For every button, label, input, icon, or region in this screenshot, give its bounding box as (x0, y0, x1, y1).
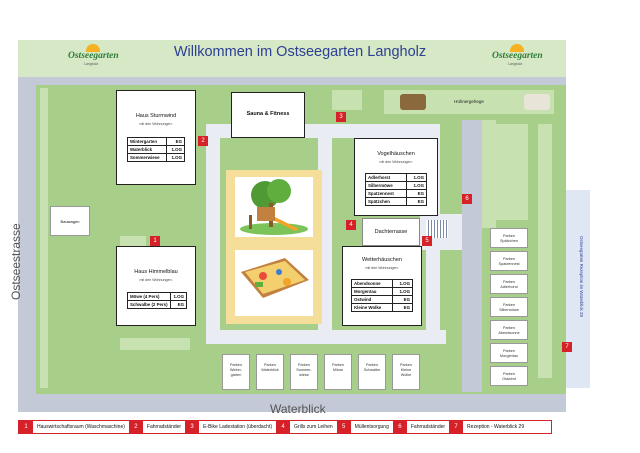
marker-3: 3 (336, 112, 346, 122)
shelter-ebike (332, 90, 362, 110)
sandbox-image (235, 250, 313, 316)
marker-7: 7 (562, 342, 572, 352)
dachterrasse: Dachterrasse (362, 218, 420, 246)
building-vogelhaeuschen: Vogelhäuschen mit den Wohnungen: Adlerho… (354, 138, 438, 216)
building-haus-himmelblau: Haus Himmelblau mit den Wohnungen: Möwe … (116, 246, 196, 326)
hauswirtschaft-building (120, 236, 146, 246)
road-waterblick (18, 394, 566, 412)
marker-4: 4 (346, 220, 356, 230)
logo-right: Ostseegarten Langholz (490, 44, 546, 70)
grass-strip-far-right (538, 124, 552, 378)
huehnergehege: Hühnergehege (384, 90, 554, 114)
logo-left: Ostseegarten Langholz (66, 44, 122, 70)
title-band (18, 40, 566, 77)
hedge-left (40, 88, 48, 388)
building-sauna-fitness: Sauna & Fitness (231, 92, 305, 138)
grass-plot-right (490, 124, 528, 220)
stairs (426, 220, 448, 238)
path-left (206, 124, 220, 344)
building-wetterhaeuschen: Wetterhäuschen mit den Wohnungen: Abends… (342, 246, 422, 326)
rezeption-building (566, 190, 590, 388)
road-ostseestrasse (18, 77, 36, 412)
road-right (462, 120, 482, 392)
marker-1: 1 (150, 236, 160, 246)
garden-patch (120, 338, 190, 350)
rezeption-label: Ostseegarten Rezeption im Waterblick 29 (579, 236, 584, 317)
marker-6: 6 (462, 194, 472, 204)
road-top (36, 77, 566, 85)
playground-climbing-image (235, 177, 313, 237)
street-label-ostseestrasse: Ostseestrasse (9, 223, 23, 300)
chicken-photo-right (524, 94, 550, 110)
page-title: Willkommen im Ostseegarten Langholz (173, 44, 427, 60)
marker-5: 5 (422, 236, 432, 246)
street-label-waterblick: Waterblick (270, 402, 326, 416)
path-bottom (206, 330, 446, 344)
chicken-photo-left (400, 94, 426, 110)
bauwagen: Bauwagen (50, 206, 90, 236)
marker-2: 2 (198, 136, 208, 146)
building-haus-sturmwind: Haus Sturmwind mit den Wohnungen: Winter… (116, 90, 196, 185)
apartment-table-himmelblau: Möwe (4 Pers)1.OG Schwalbe (2 Pers)EG (126, 292, 187, 309)
